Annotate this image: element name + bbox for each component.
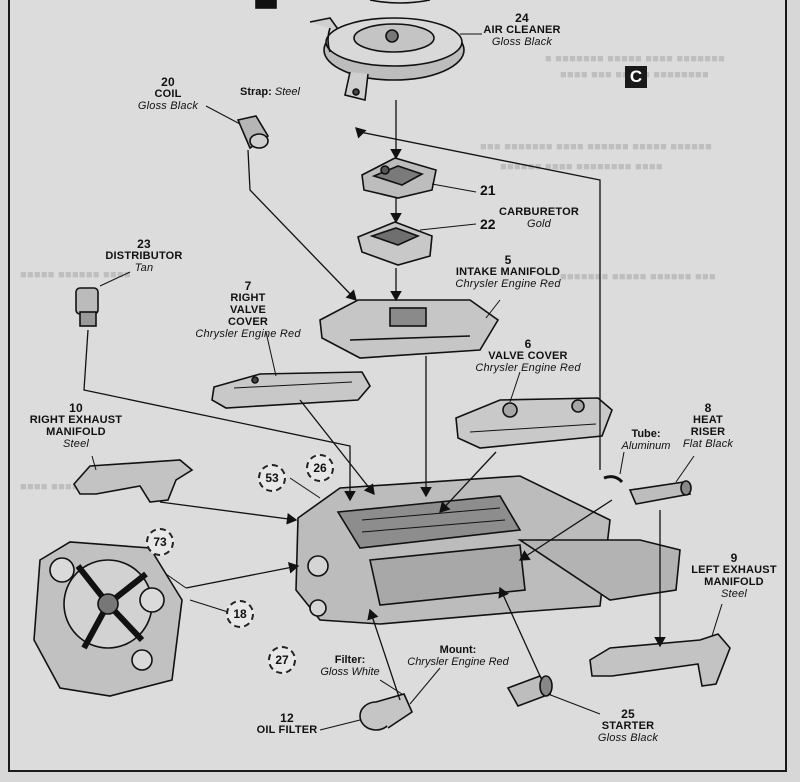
part-name: DISTRIBUTOR: [105, 250, 183, 262]
label-air-cleaner: 24 AIR CLEANER Gloss Black: [472, 12, 572, 48]
part-paint: Gloss Black: [137, 100, 199, 112]
assembly-arrows: [83, 100, 666, 701]
part-number: 24: [515, 11, 529, 25]
leader-lines: [91, 33, 723, 731]
label-oil-filter: 12 OIL FILTER: [252, 712, 322, 736]
part-number: 9: [730, 551, 738, 565]
label-right-exhaust-manifold: 10 RIGHT EXHAUST MANIFOLD Steel: [24, 402, 128, 450]
part-number: 25: [621, 707, 635, 721]
mount-value: Chrysler Engine Red: [407, 656, 509, 668]
part-name: INTAKE MANIFOLD: [455, 266, 561, 278]
part-paint: Flat Black: [682, 438, 734, 450]
part-number: 10: [69, 401, 83, 415]
part-name: OIL FILTER: [256, 724, 318, 736]
reference-badge: 73: [146, 528, 174, 556]
bleed-through-text: ■■■■■■ ■■■■ ■■■■■■■■ ■■■■: [500, 161, 663, 173]
part-name: HEAT RISER: [690, 414, 726, 438]
label-carburetor: CARBURETOR Gold: [494, 206, 584, 230]
valve-cover-part: [455, 397, 613, 449]
label-left-exhaust-manifold: 9 LEFT EXHAUST MANIFOLD Steel: [688, 552, 780, 600]
label-filter: Filter: Gloss White: [308, 654, 392, 678]
part-number: 23: [137, 237, 151, 251]
right-valve-cover-part: [211, 371, 371, 409]
label-heat-riser: 8 HEAT RISER Flat Black: [676, 402, 740, 450]
filter-key: Filter:: [334, 654, 366, 666]
part-paint: Gold: [526, 218, 552, 230]
part-number-21: 21: [480, 182, 496, 198]
label-right-valve-cover: 7 RIGHT VALVE COVER Chrysler Engine Red: [186, 280, 310, 340]
part-number: 7: [244, 279, 252, 293]
tube-part: [603, 475, 624, 484]
part-number: 6: [524, 337, 532, 351]
heat-riser-part: [628, 480, 692, 505]
label-coil: 20 COIL Gloss Black: [128, 76, 208, 112]
part-number: 12: [280, 711, 294, 725]
part-name: VALVE COVER: [488, 350, 568, 362]
strap-key: Strap:: [240, 86, 272, 98]
part-number: 5: [504, 253, 512, 267]
air-cleaner-part: [309, 17, 465, 101]
part-paint: Chrysler Engine Red: [455, 278, 561, 290]
fan-pulley-part: [33, 541, 183, 697]
step-letter-badge: C: [625, 66, 647, 88]
left-exhaust-manifold-part: [589, 633, 731, 687]
part-paint: Chrysler Engine Red: [195, 328, 301, 340]
label-distributor: 23 DISTRIBUTOR Tan: [96, 238, 192, 274]
part-paint: Chrysler Engine Red: [475, 362, 581, 374]
label-starter: 25 STARTER Gloss Black: [590, 708, 666, 744]
label-intake-manifold: 5 INTAKE MANIFOLD Chrysler Engine Red: [446, 254, 570, 290]
part-name: RIGHT VALVE COVER: [227, 292, 269, 328]
reference-badge: 26: [306, 454, 334, 482]
part-name: LEFT EXHAUST MANIFOLD: [691, 564, 777, 588]
bleed-through-text: ■ ■■■■■■■ ■■■■■ ■■■■ ■■■■■■■: [545, 53, 726, 65]
part-paint: Steel: [62, 438, 90, 450]
tube-key: Tube:: [631, 428, 661, 440]
mount-key: Mount:: [439, 644, 477, 656]
bleed-through-text: ■■■ ■■■■■■■ ■■■■ ■■■■■■ ■■■■■ ■■■■■■: [480, 141, 713, 153]
part-number: 20: [161, 75, 175, 89]
starter-part: [506, 675, 553, 707]
part-name: AIR CLEANER: [483, 24, 561, 36]
label-tube: Tube: Aluminum: [614, 428, 678, 452]
part-name: COIL: [154, 88, 182, 100]
engine-block-part: [295, 475, 681, 625]
tube-value: Aluminum: [621, 440, 671, 452]
part-paint: Tan: [134, 262, 154, 274]
part-number-22: 22: [480, 216, 496, 232]
carburetor-base-part: [357, 221, 433, 266]
label-mount: Mount: Chrysler Engine Red: [396, 644, 520, 668]
label-strap: Strap: Steel: [230, 86, 310, 98]
label-valve-cover: 6 VALVE COVER Chrysler Engine Red: [466, 338, 590, 374]
part-paint: Gloss Black: [597, 732, 659, 744]
right-exhaust-manifold-part: [73, 459, 194, 503]
bleed-through-text: ■■■■■■■ ■■■■■ ■■■■■■ ■■■: [560, 271, 716, 283]
part-name: RIGHT EXHAUST MANIFOLD: [29, 414, 123, 438]
part-paint: Gloss Black: [491, 36, 553, 48]
part-paint: Steel: [720, 588, 748, 600]
bleed-through-text: ■■■■■ ■■■■■■ ■■■■: [20, 269, 131, 281]
oil-filter-part: [359, 693, 414, 731]
reference-badge: 53: [258, 464, 286, 492]
part-number: 8: [704, 401, 712, 415]
part-name: CARBURETOR: [498, 206, 580, 218]
coil-part: [236, 115, 270, 150]
part-name: STARTER: [601, 720, 655, 732]
carburetor-top-part: [361, 157, 437, 199]
filter-value: Gloss White: [320, 666, 380, 678]
distributor-part: [75, 287, 99, 327]
reference-badge: 18: [226, 600, 254, 628]
intake-manifold-part: [319, 299, 500, 359]
strap-value: Steel: [274, 86, 300, 98]
reference-badge: 27: [268, 646, 296, 674]
